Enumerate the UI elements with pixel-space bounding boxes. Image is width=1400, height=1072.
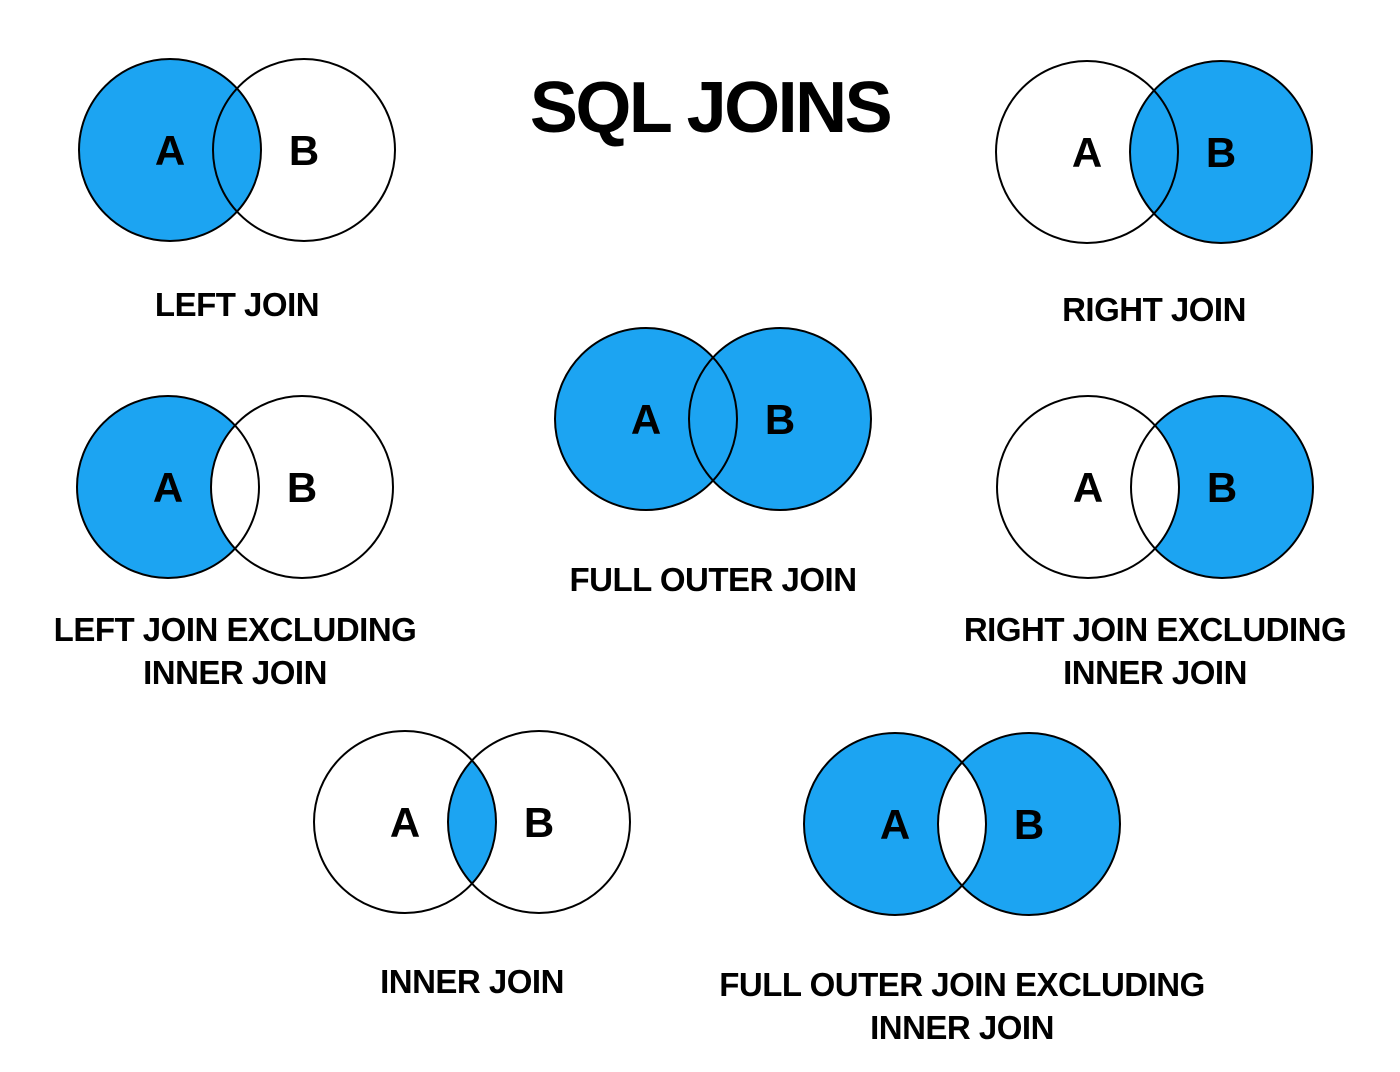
circle-b-fill bbox=[1131, 396, 1313, 578]
label-a: A bbox=[631, 396, 661, 443]
circle-b-outline bbox=[210, 395, 394, 579]
label-a: A bbox=[1073, 464, 1103, 511]
circle-b-outline bbox=[1130, 395, 1314, 579]
circle-a-outline bbox=[313, 730, 497, 914]
circle-b-outline bbox=[447, 730, 631, 914]
circle-b-outline bbox=[1129, 60, 1313, 244]
label-a: A bbox=[880, 801, 910, 848]
circle-a-fill bbox=[804, 733, 986, 915]
join-caption: FULL OUTER JOIN bbox=[569, 561, 857, 598]
circle-a-fill bbox=[79, 59, 261, 241]
circle-b-fill bbox=[689, 328, 871, 510]
label-b: B bbox=[287, 464, 317, 511]
label-b: B bbox=[1206, 129, 1236, 176]
label-b: B bbox=[1014, 801, 1044, 848]
label-b: B bbox=[765, 396, 795, 443]
circle-a-outline bbox=[78, 58, 262, 242]
circle-a-outline bbox=[995, 60, 1179, 244]
join-caption: LEFT JOIN EXCLUDING INNER JOIN bbox=[53, 611, 417, 691]
circle-a-outline bbox=[803, 732, 987, 916]
label-a: A bbox=[390, 799, 420, 846]
label-a: A bbox=[155, 127, 185, 174]
circle-b-fill bbox=[938, 733, 1120, 915]
join-caption: LEFT JOIN bbox=[154, 286, 320, 323]
label-b: B bbox=[524, 799, 554, 846]
circle-a-outline bbox=[76, 395, 260, 579]
circle-a-outline bbox=[554, 327, 738, 511]
join-caption: FULL OUTER JOIN EXCLUDING INNER JOIN bbox=[719, 966, 1205, 1046]
join-caption: INNER JOIN bbox=[380, 963, 564, 1000]
join-caption: RIGHT JOIN bbox=[1062, 291, 1246, 328]
circle-a-outline bbox=[996, 395, 1180, 579]
circle-a-fill bbox=[77, 396, 259, 578]
label-b: B bbox=[289, 127, 319, 174]
label-a: A bbox=[153, 464, 183, 511]
page-title: SQL JOINS bbox=[529, 68, 893, 149]
circle-a-fill bbox=[555, 328, 737, 510]
circle-b-fill bbox=[1130, 61, 1312, 243]
circle-b-outline bbox=[688, 327, 872, 511]
join-caption: RIGHT JOIN EXCLUDING INNER JOIN bbox=[963, 611, 1347, 691]
label-a: A bbox=[1072, 129, 1102, 176]
circle-b-outline bbox=[937, 732, 1121, 916]
circle-b-outline bbox=[212, 58, 396, 242]
label-b: B bbox=[1207, 464, 1237, 511]
